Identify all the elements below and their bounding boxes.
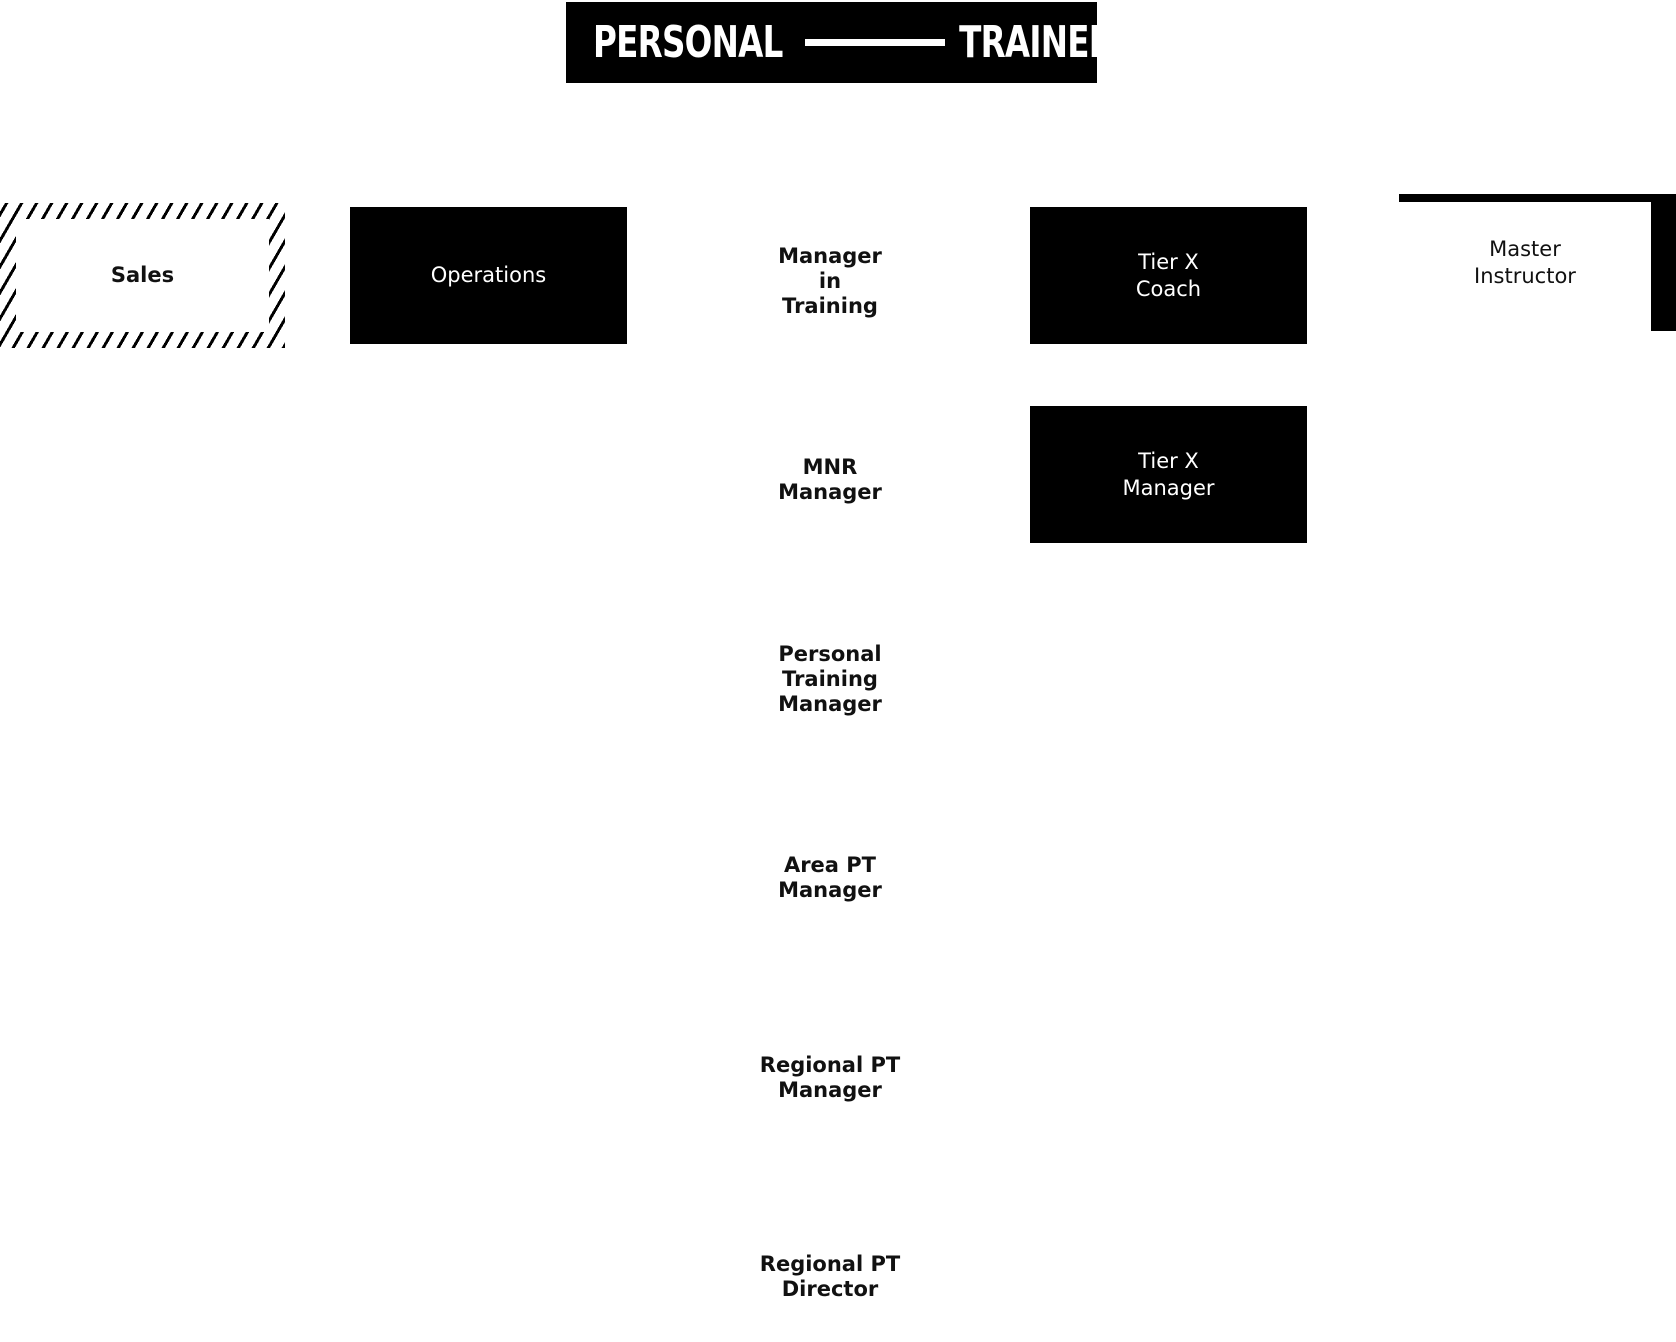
track-step-label: MNR Manager [778, 455, 882, 504]
track-step-label: Regional PT Manager [759, 1053, 901, 1102]
operations-node: Operations [350, 207, 627, 344]
track-step-1: Manager in Training [730, 236, 930, 326]
header-right-word: TRAINER [959, 16, 1114, 68]
tier-x-coach-node: Tier X Coach [1030, 207, 1307, 344]
track-step-4: Area PT Manager [730, 846, 930, 910]
track-step-6: Regional PT Director [730, 1245, 930, 1309]
track-step-label: Personal Training Manager [778, 641, 882, 716]
track-step-5: Regional PT Manager [730, 1046, 930, 1110]
header-left-word: PERSONAL [593, 16, 783, 68]
track-step-label: Regional PT Director [759, 1252, 901, 1301]
track-step-2: MNR Manager [730, 448, 930, 512]
master-instructor-label: Master Instructor [1474, 236, 1576, 288]
header-banner: PERSONAL TRAINER [566, 2, 1114, 83]
operations-label: Operations [430, 263, 547, 287]
sales-label: Sales [110, 263, 175, 287]
header-divider-line [805, 39, 946, 46]
tier-x-manager-label: Tier X Manager [1122, 448, 1215, 500]
track-step-3: Personal Training Manager [730, 634, 930, 724]
sales-node: Sales [0, 203, 285, 348]
master-instructor-node: Master Instructor [1399, 194, 1676, 331]
track-step-label: Manager in Training [778, 243, 882, 318]
tier-x-manager-node: Tier X Manager [1030, 406, 1307, 543]
track-step-label: Area PT Manager [778, 853, 882, 902]
tier-x-coach-label: Tier X Coach [1135, 249, 1202, 301]
